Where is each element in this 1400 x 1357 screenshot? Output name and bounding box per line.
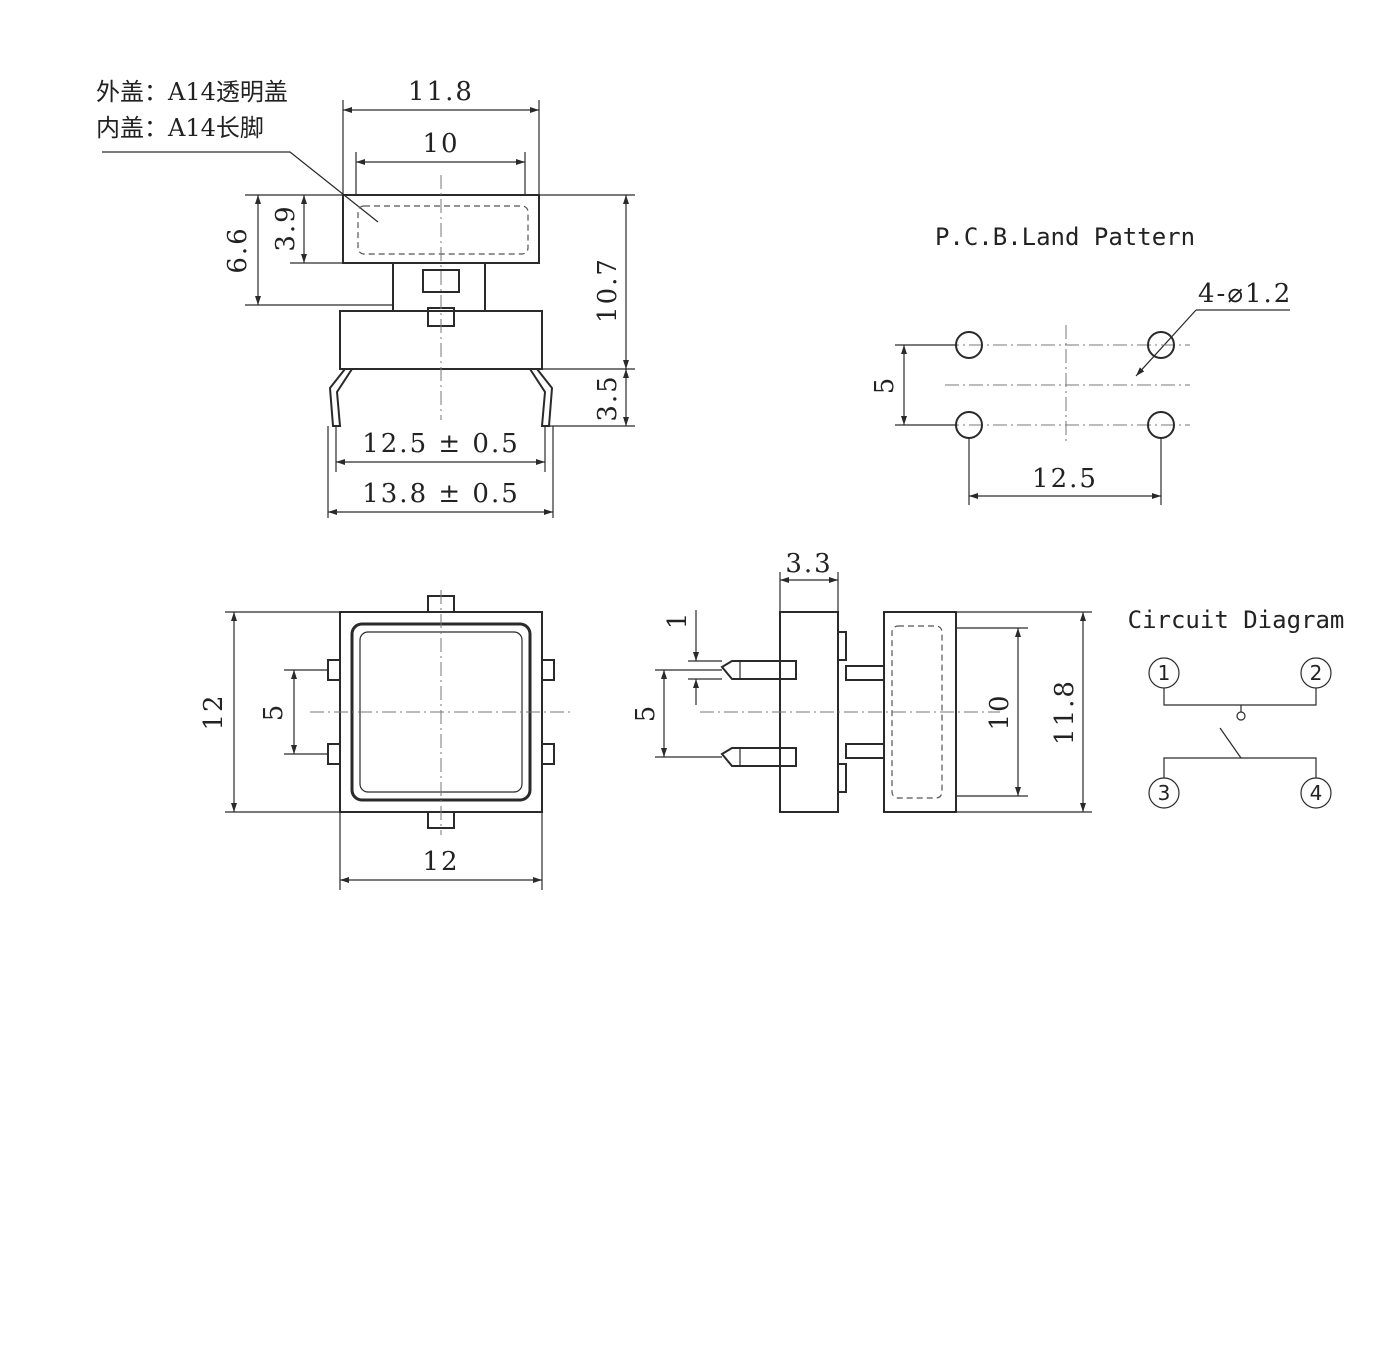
pcb-hole-2 [1147, 331, 1175, 359]
side-elevation-view: 外盖：A14透明盖 内盖：A14长脚 11.8 10 6.6 [96, 77, 635, 518]
side-view: 3.3 1 5 10 11.8 [631, 549, 1092, 813]
pcb-hole-spec: 4-⌀1.2 [1198, 279, 1292, 309]
dim-side-top: 3.3 [785, 549, 832, 579]
dim-side-pitch: 5 [631, 704, 661, 723]
dim-top-width-outer: 11.8 [408, 77, 474, 107]
front-view: 12 5 12 [199, 590, 570, 890]
inner-cap-dashed [357, 205, 529, 255]
side-stem-bottom [845, 743, 885, 759]
right-leg [529, 368, 554, 427]
side-pin-top [720, 660, 797, 680]
side-pin-bottom [720, 747, 797, 767]
outer-cover-label: 外盖：A14透明盖 [96, 78, 288, 106]
inner-cover-label: 内盖：A14长脚 [96, 114, 264, 142]
switch-pivot [1236, 711, 1246, 721]
dim-top-width-inner: 10 [422, 129, 459, 159]
side-bump-bottom [837, 763, 847, 793]
stem-core [422, 269, 460, 293]
lug-left-bottom [327, 743, 341, 765]
hole-leader [1135, 309, 1197, 377]
pin-2-label: 2 [1310, 661, 1323, 685]
leader-line [102, 151, 379, 223]
dim-side-pin: 1 [663, 611, 693, 630]
dim-overall-span: 13.8 ± 0.5 [362, 479, 520, 509]
pcb-land-pattern: P.C.B.Land Pattern 4-⌀1.2 5 12.5 [870, 223, 1292, 505]
side-cap [883, 611, 957, 813]
left-leg [328, 368, 353, 427]
dim-front-pitch: 5 [259, 703, 289, 722]
dim-pin-span: 12.5 ± 0.5 [362, 429, 520, 459]
lug-right-bottom [541, 743, 555, 765]
dim-side-outer: 11.8 [1050, 679, 1080, 745]
dim-left-height-6.6: 6.6 [223, 226, 253, 273]
pcb-title: P.C.B.Land Pattern [935, 223, 1195, 251]
lug-left-top [327, 659, 341, 681]
dim-side-inner: 10 [985, 693, 1015, 730]
side-bump-top [837, 631, 847, 661]
lower-contact [1163, 757, 1317, 778]
dim-front-height: 12 [199, 693, 229, 730]
pin-1-label: 1 [1158, 661, 1171, 685]
switch-lever [1219, 727, 1242, 759]
upper-contact [1163, 688, 1317, 706]
dim-right-height-10.7: 10.7 [593, 257, 623, 323]
circuit-title: Circuit Diagram [1128, 606, 1345, 634]
pin-3-label: 3 [1158, 781, 1171, 805]
pin-4-label: 4 [1310, 781, 1323, 805]
dim-front-width: 12 [422, 847, 459, 877]
dim-right-height-3.5: 3.5 [593, 374, 623, 421]
pcb-pitch-vertical: 5 [870, 376, 900, 395]
lug-right-top [541, 659, 555, 681]
side-stem-top [845, 665, 885, 681]
dim-left-height-3.9: 3.9 [271, 204, 301, 251]
circuit-diagram: Circuit Diagram 1 2 3 4 [1128, 606, 1345, 809]
pcb-pitch-horizontal: 12.5 [1032, 464, 1098, 494]
